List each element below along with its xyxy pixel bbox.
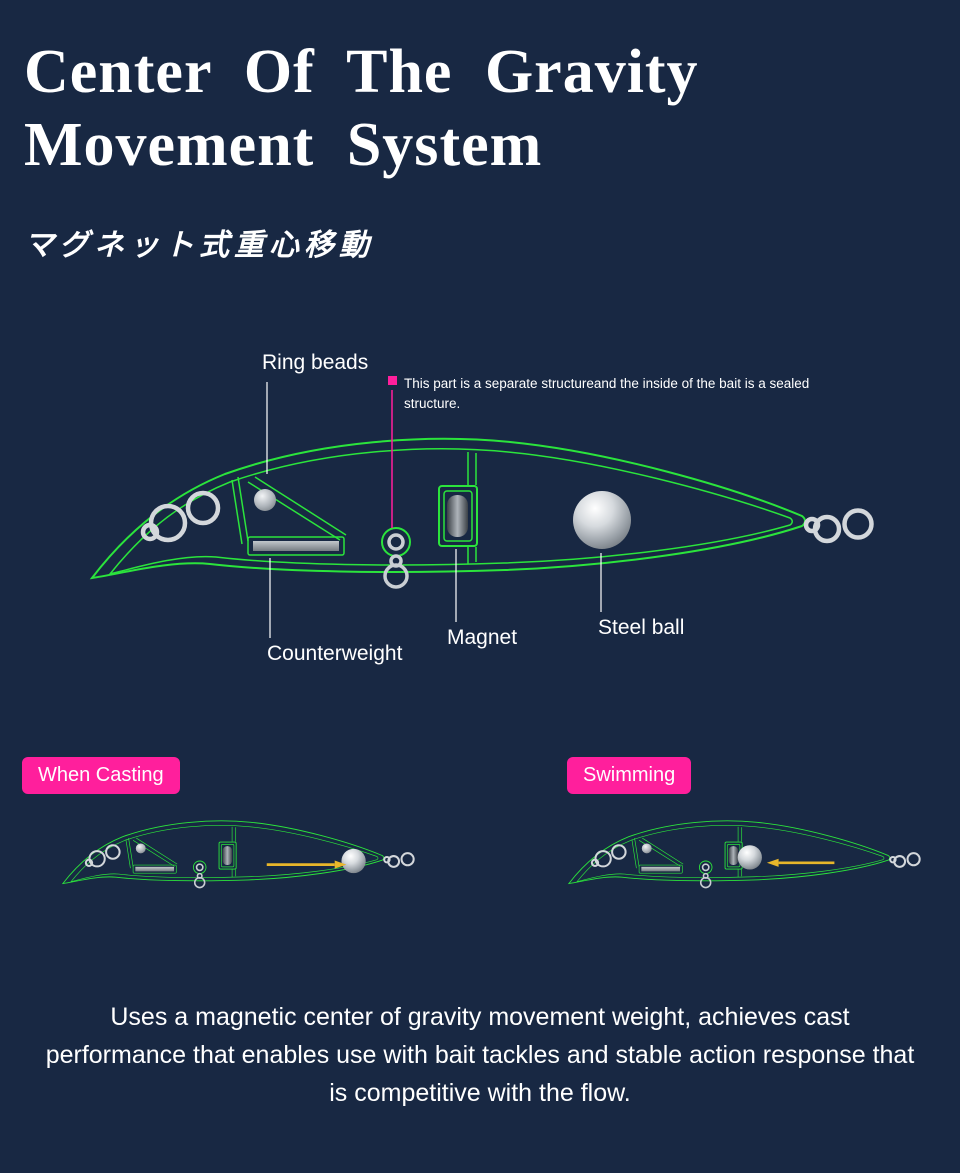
sealed-structure-note: This part is a separate structureand the… — [404, 376, 810, 411]
magnet-label: Magnet — [447, 626, 518, 649]
swimming-lure-diagram — [567, 819, 921, 889]
ring-beads-label: Ring beads — [262, 351, 369, 374]
description-text: Uses a magnetic center of gravity moveme… — [45, 1003, 915, 1107]
counterweight-label: Counterweight — [267, 642, 403, 665]
casting-arrow-head — [334, 860, 347, 869]
title-line-2: Movement System — [24, 110, 543, 179]
steel-ball-label: Steel ball — [598, 616, 685, 639]
casting-lure-diagram — [61, 819, 415, 889]
main-lure-diagram — [92, 439, 872, 587]
swimming-badge: Swimming — [567, 757, 692, 794]
steel-ball-casting — [341, 848, 366, 874]
when-casting-badge: When Casting — [22, 757, 180, 794]
title-line-1: Center Of The Gravity — [24, 38, 699, 106]
steel-ball-swimming — [737, 845, 762, 870]
description: Uses a magnetic center of gravity moveme… — [0, 998, 960, 1112]
page-title: Center Of The Gravity Movement System — [24, 36, 699, 181]
steel-ball — [573, 491, 631, 549]
swimming-arrow-head — [766, 858, 779, 867]
japanese-subtitle: マグネット式重心移動 — [24, 228, 374, 263]
note-bullet — [388, 376, 397, 385]
